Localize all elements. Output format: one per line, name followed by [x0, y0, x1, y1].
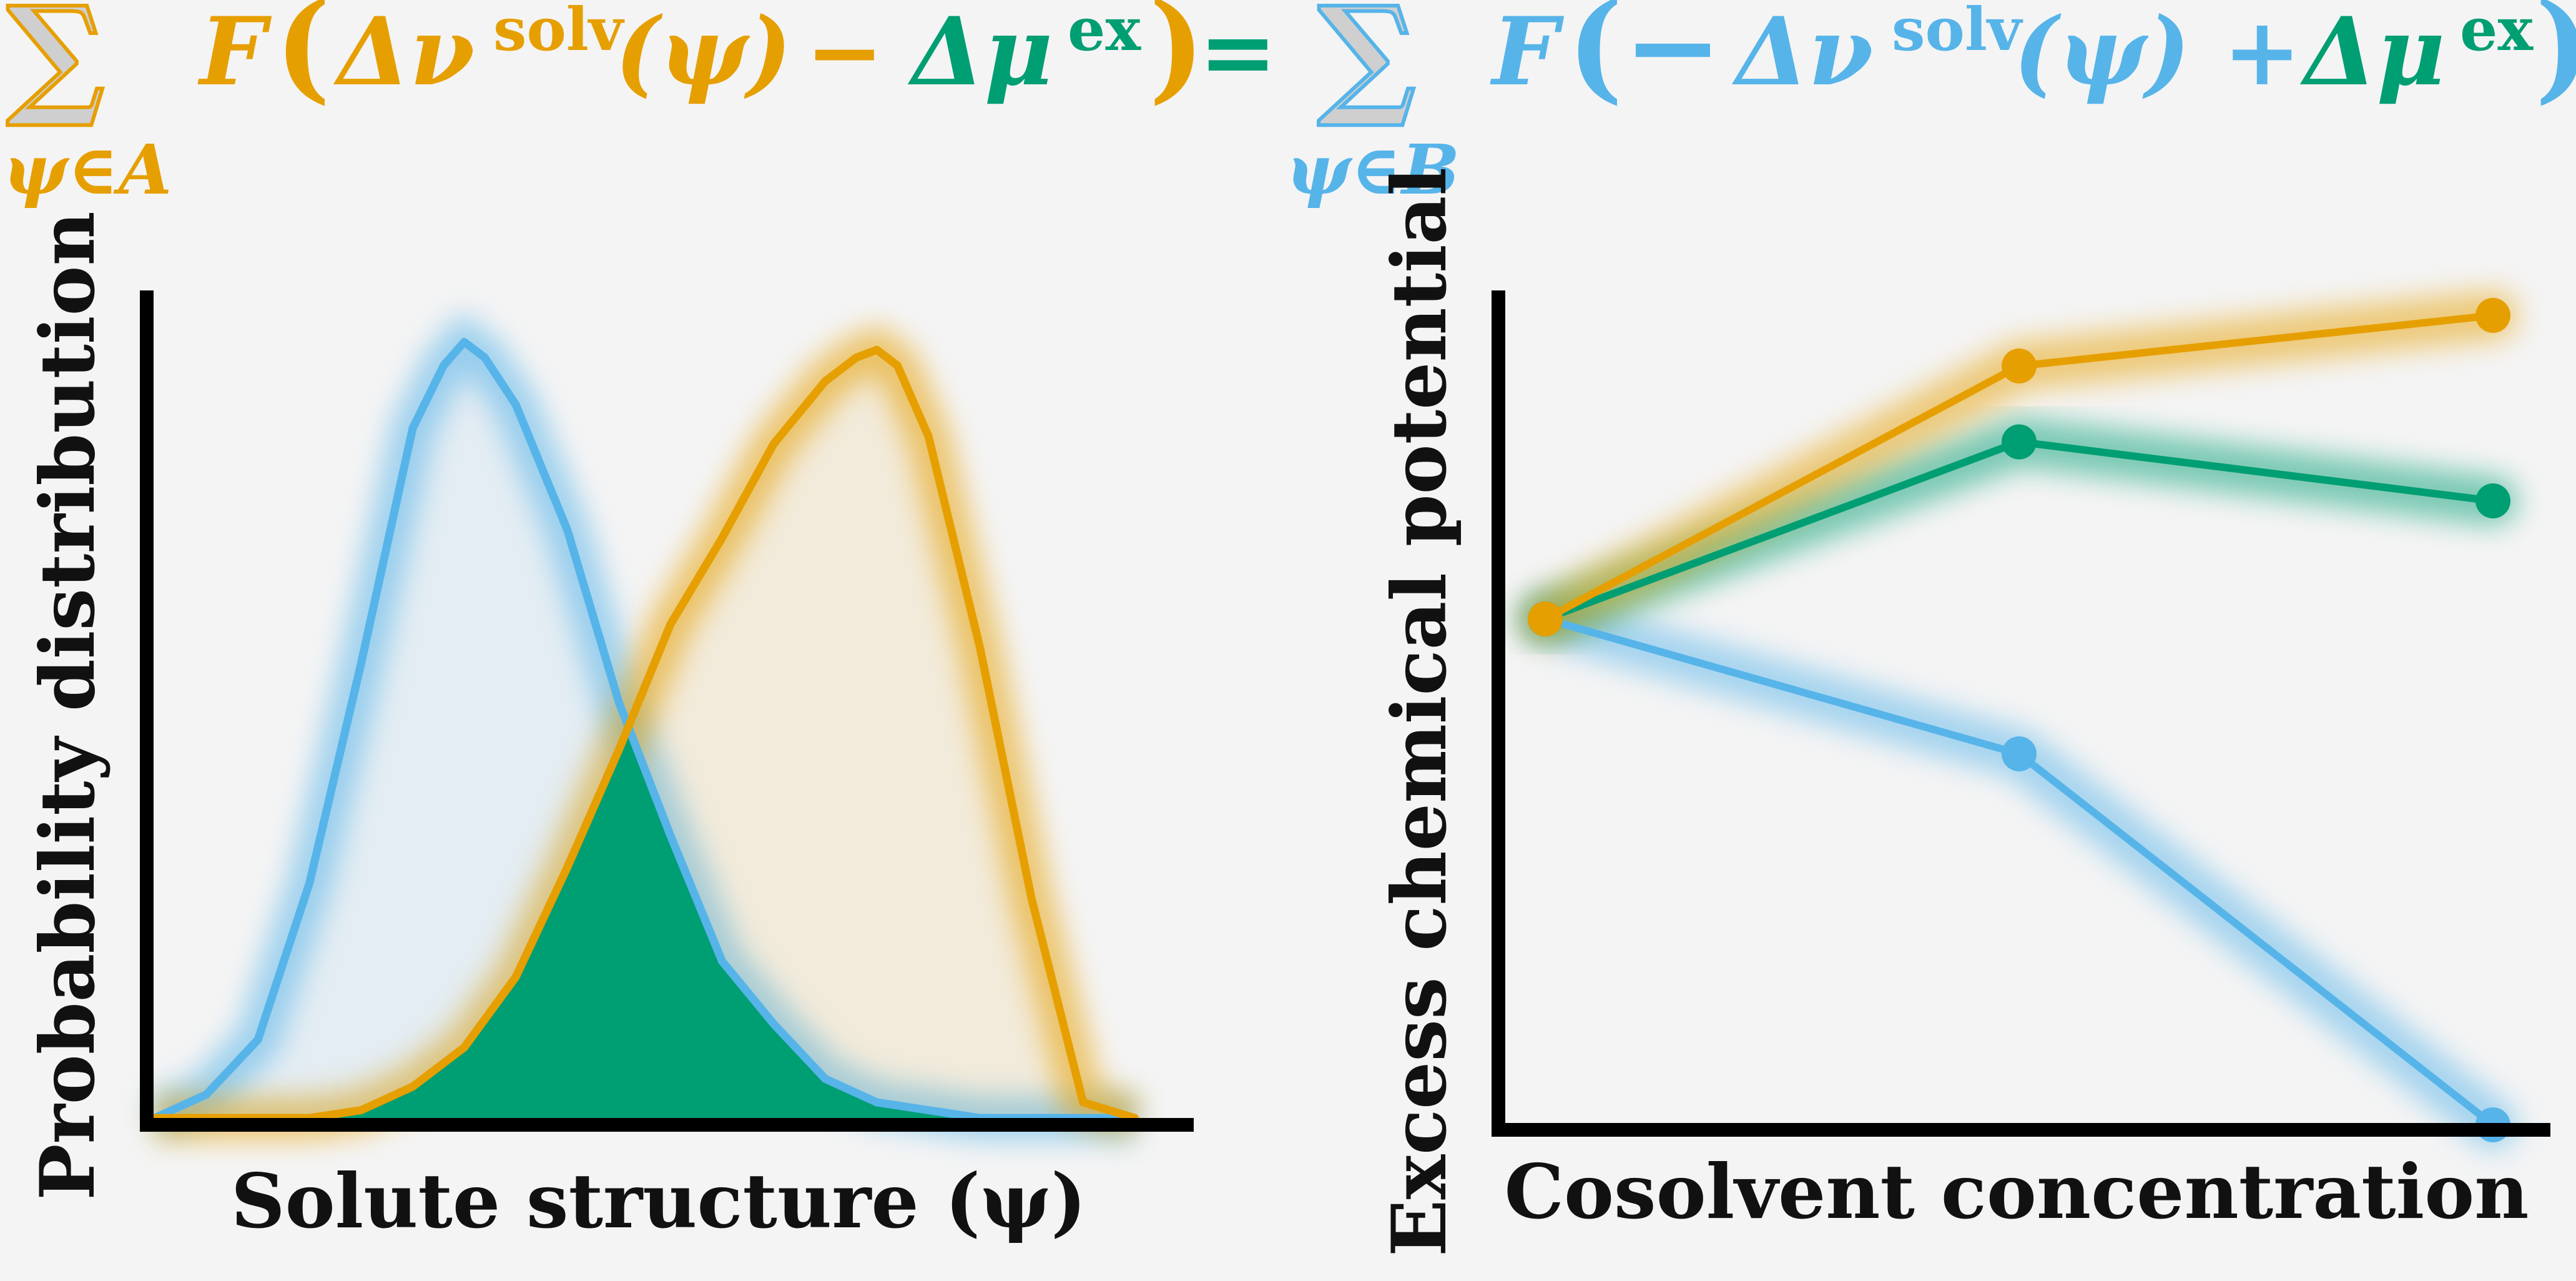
lhs-sum-symbol: ∑ [6, 0, 105, 131]
blue-potential-glow [1520, 594, 2518, 1150]
rhs-nu-superscript: solv [1892, 0, 2023, 64]
lhs-sum-subscript: ψ∈A [3, 129, 172, 210]
green-potential-point [2475, 483, 2510, 518]
orange-distribution-line [150, 345, 1139, 1122]
lhs-close-paren: ) [1149, 0, 1205, 116]
rhs-delta-nu: Δν [1731, 0, 1873, 107]
rhs-sum-subscript: ψ∈B [1286, 129, 1460, 210]
distribution-line-layer [150, 338, 1139, 1122]
equals-sign: = [1199, 0, 1277, 107]
potential-x-label: Cosolvent concentration [1505, 1148, 2529, 1236]
potential-chart: Cosolvent concentration Excess chemical … [1375, 167, 2550, 1257]
lhs-delta-nu: Δν [333, 0, 474, 107]
rhs-close-paren: ) [2535, 0, 2576, 116]
blue-potential-point [2002, 736, 2037, 771]
blue-potential-line [1544, 615, 2495, 1128]
lhs-mu-superscript: ex [1068, 0, 1141, 64]
lhs-minus: − [805, 0, 884, 107]
distribution-y-label: Probability distribution [24, 211, 112, 1200]
orange-potential-point [2002, 349, 2037, 383]
lhs-nu-superscript: solv [493, 0, 625, 64]
distribution-x-label: Solute structure (ψ) [231, 1157, 1086, 1245]
equation: ∑ ψ∈A F ( Δν solv (ψ) − Δμ ex ) = ∑ ψ∈B … [3, 0, 2576, 210]
orange-potential-point [1528, 601, 1563, 636]
rhs-mu-superscript: ex [2460, 0, 2534, 64]
orange-distribution-area [155, 350, 1135, 1118]
lhs-open-paren: ( [275, 0, 331, 116]
rhs-open-paren: (− [1567, 0, 1723, 116]
rhs-psi: (ψ) + [2013, 0, 2301, 107]
lhs-delta-mu: Δμ [907, 0, 1053, 107]
lhs-f: F [197, 0, 272, 107]
potential-point-layer [1528, 298, 2510, 1142]
green-potential-point [2002, 424, 2037, 460]
blue-distribution-area [155, 342, 1135, 1118]
rhs-f: F [1490, 0, 1565, 107]
distribution-chart: Solute structure (ψ) Probability distrib… [24, 211, 1194, 1245]
rhs-delta-mu: Δμ [2299, 0, 2445, 107]
distribution-fill-layer [155, 342, 1135, 1118]
potential-y-label: Excess chemical potential [1375, 167, 1463, 1257]
lhs-psi: (ψ) [615, 0, 792, 107]
orange-potential-point [2475, 298, 2510, 333]
rhs-sum-symbol: ∑ [1317, 0, 1416, 131]
blue-distribution-line [150, 338, 1139, 1122]
